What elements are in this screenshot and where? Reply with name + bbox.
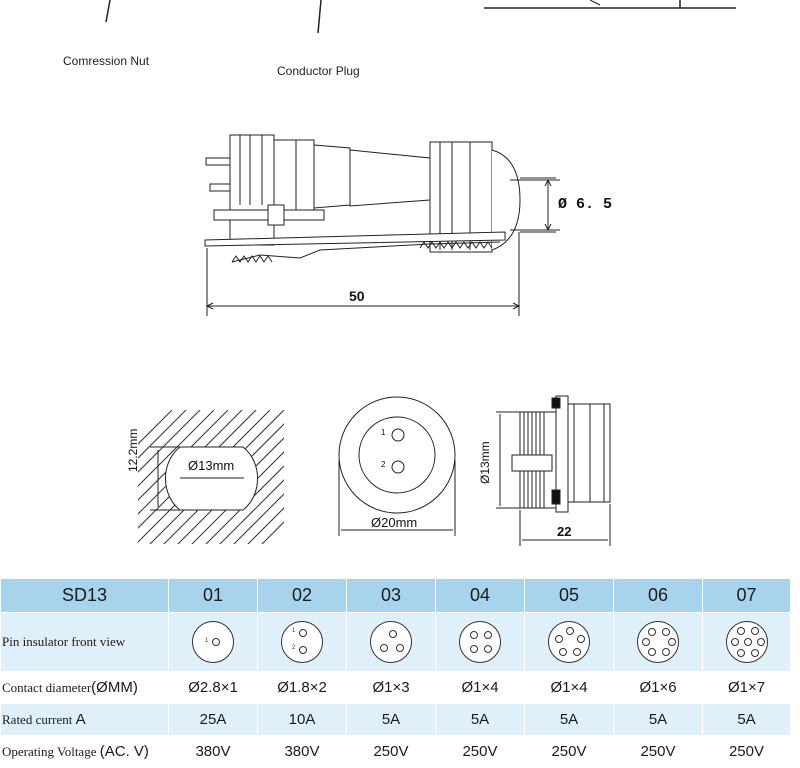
- row-label-current: Rated current A: [0, 703, 169, 736]
- table-cell: 380V: [168, 735, 258, 768]
- contact-diameter-row: Contact diameter(ØMM) Ø2.8×1 Ø1.8×2 Ø1×3…: [0, 671, 791, 704]
- socket-front-view: [338, 396, 456, 536]
- col-header: 06: [613, 578, 703, 613]
- panel-cutout: [138, 410, 284, 544]
- rated-current-row: Rated current A 25A 10A 5A 5A 5A 5A 5A: [0, 703, 791, 736]
- table-cell: 250V: [613, 735, 703, 768]
- table-cell: Ø1×7: [702, 671, 791, 704]
- col-header: 01: [168, 578, 258, 613]
- table-cell: Ø1×6: [613, 671, 703, 704]
- col-header: 07: [702, 578, 791, 613]
- pin-label-2: 2: [381, 460, 386, 469]
- dim-socket-side: Ø13mm: [478, 441, 492, 484]
- table-cell: 5A: [524, 703, 614, 736]
- table-cell: Ø1×4: [524, 671, 614, 704]
- table-cell: 5A: [435, 703, 525, 736]
- table-cell: 5A: [613, 703, 703, 736]
- table-cell: 25A: [168, 703, 258, 736]
- dim-cable-diameter: Ø 6. 5: [558, 196, 613, 213]
- col-header: 02: [257, 578, 347, 613]
- partial-view-top-right: [484, 0, 736, 9]
- pin-layout-4: [459, 621, 501, 663]
- table-cell: Ø1×4: [435, 671, 525, 704]
- table-cell: 5A: [346, 703, 436, 736]
- col-header: 05: [524, 578, 614, 613]
- row-label-diameter: Contact diameter(ØMM): [0, 671, 169, 704]
- leader-line-plug: [317, 0, 322, 34]
- spec-table: SD13 01 02 03 04 05 06 07 Pin insulator …: [0, 578, 791, 768]
- table-cell: 10A: [257, 703, 347, 736]
- col-header: 04: [435, 578, 525, 613]
- table-cell: Ø1.8×2: [257, 671, 347, 704]
- pin-label-1: 1: [381, 428, 386, 437]
- table-cell: 250V: [346, 735, 436, 768]
- table-cell: Ø2.8×1: [168, 671, 258, 704]
- plug-side-view: [204, 134, 560, 316]
- label-conductor-plug: Conductor Plug: [277, 64, 360, 78]
- table-cell: 380V: [257, 735, 347, 768]
- pin-layout-6: [637, 621, 679, 663]
- connector-drawing: [105, 0, 736, 546]
- pin-layout-3: [370, 621, 412, 663]
- row-label-view: Pin insulator front view: [0, 612, 169, 672]
- label-compression-nut: Comression Nut: [63, 54, 150, 68]
- dim-panel-flat: 12.2mm: [126, 428, 140, 472]
- leader-line-nut: [105, 0, 111, 23]
- table-cell: 250V: [435, 735, 525, 768]
- table-cell: Ø1×3: [346, 671, 436, 704]
- dim-socket-face: Ø20mm: [371, 515, 418, 530]
- pin-layout-1: 1: [192, 621, 234, 663]
- table-cell: 250V: [524, 735, 614, 768]
- pin-layout-7: [725, 621, 768, 663]
- table-cell: 250V: [702, 735, 791, 768]
- model-header: SD13: [0, 578, 169, 613]
- col-header: 03: [346, 578, 436, 613]
- dim-panel-hole: Ø13mm: [188, 458, 235, 473]
- pin-layout-5: [548, 621, 590, 663]
- socket-side-view: [496, 395, 611, 546]
- table-cell: 5A: [702, 703, 791, 736]
- dim-length: 50: [349, 288, 365, 304]
- header-row: SD13 01 02 03 04 05 06 07: [0, 578, 791, 613]
- operating-voltage-row: Operating Voltage (AC. V) 380V 380V 250V…: [0, 735, 791, 768]
- dim-socket-depth: 22: [557, 524, 572, 539]
- row-label-voltage: Operating Voltage (AC. V): [0, 735, 169, 768]
